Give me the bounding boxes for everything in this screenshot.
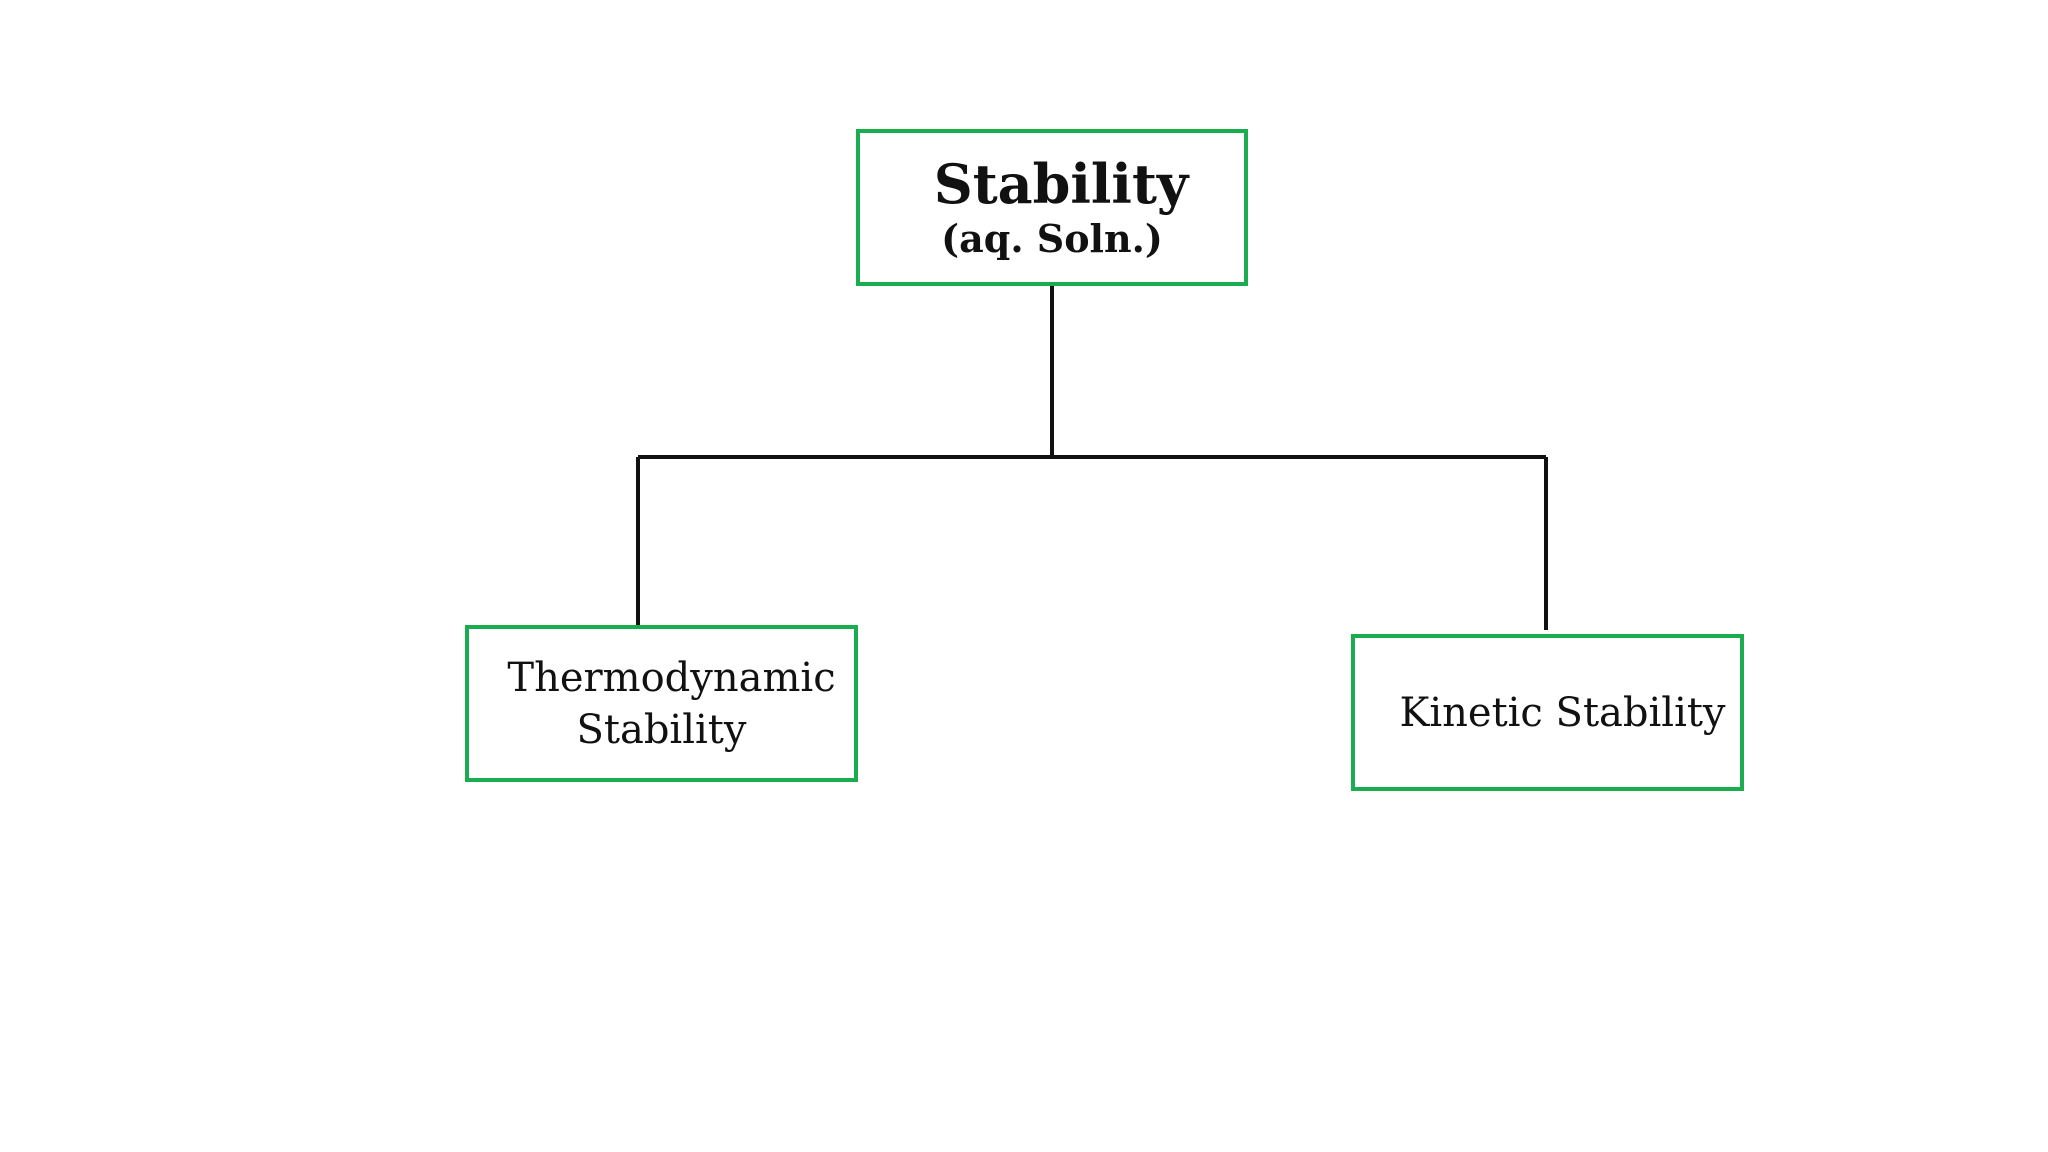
thermodynamic-label-line2: Stability (576, 706, 747, 753)
root-node-subtitle: (aq. Soln.) (941, 215, 1163, 261)
root-node-title: Stability (933, 151, 1189, 216)
child-node-thermodynamic-stability: Thermodynamic Stability (465, 625, 858, 782)
child-node-kinetic-stability: Kinetic Stability (1351, 634, 1744, 791)
root-node-stability: Stability (aq. Soln.) (856, 129, 1248, 286)
thermodynamic-label-line1: Thermodynamic (507, 654, 836, 701)
kinetic-stability-label: Kinetic Stability (1399, 689, 1726, 736)
